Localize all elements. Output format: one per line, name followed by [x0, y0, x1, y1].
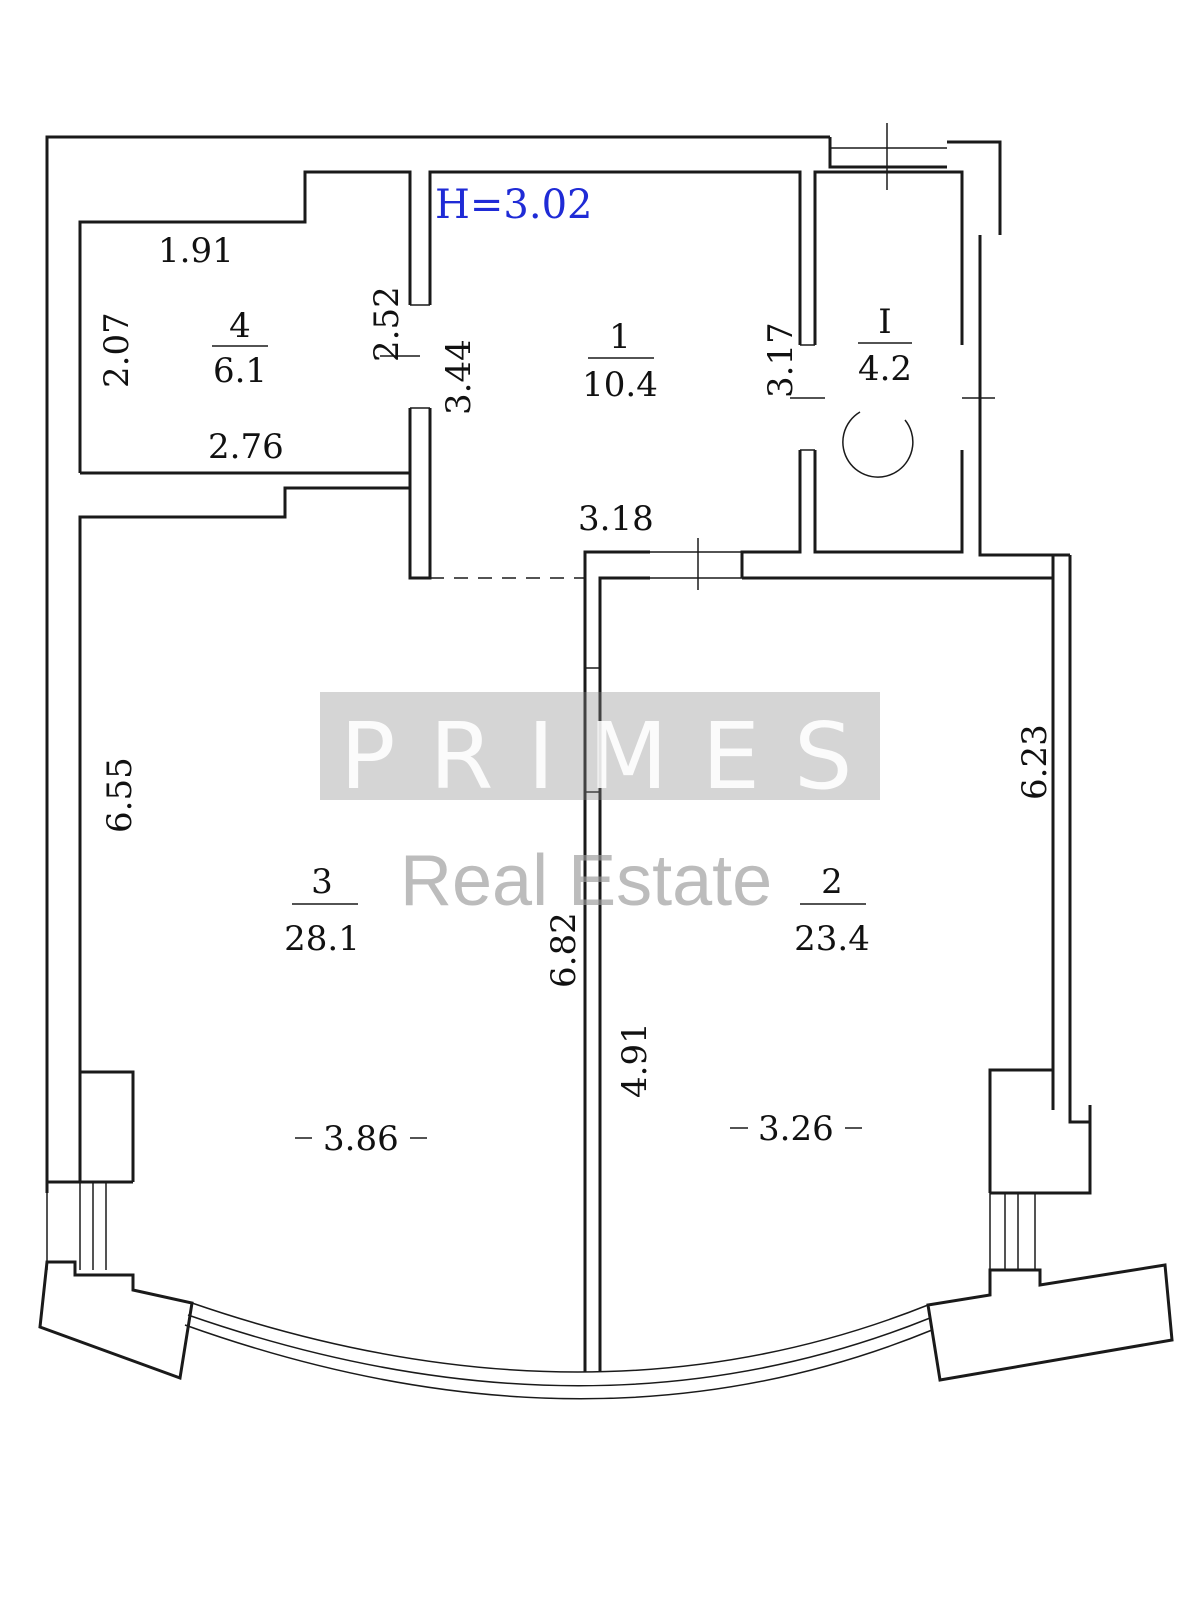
ceiling-height-label: H=3.02	[435, 182, 592, 228]
dim-room4-bottom: 2.76	[208, 427, 284, 467]
room-number: 3	[311, 862, 333, 902]
dimensions: 1.91 2.07 2.52 2.76 3.44 3.17 3.18 6.55 …	[97, 231, 1055, 1159]
watermark-subtitle: Real Estate	[400, 841, 772, 921]
dim-room1-left: 3.44	[439, 339, 479, 415]
room-label-3: 3 28.1	[284, 862, 360, 959]
watermark-box	[320, 692, 880, 800]
dim-room2-width: 3.26	[758, 1109, 834, 1149]
watermark: PRIMES Real Estate	[320, 692, 886, 921]
dim-room1-right: 3.17	[761, 322, 801, 398]
room-label-4: 4 6.1	[212, 306, 268, 391]
room-area: 23.4	[794, 919, 870, 959]
dim-room2-right: 6.23	[1015, 724, 1055, 800]
dim-room2-left: 4.91	[615, 1022, 655, 1098]
room-1-walls	[408, 170, 825, 590]
dim-room3-width: 3.86	[323, 1119, 399, 1159]
dim-room1-bottom: 3.18	[578, 499, 654, 539]
room-3-walls	[78, 486, 412, 1072]
room-4-walls	[78, 170, 430, 475]
outer-walls	[38, 135, 1174, 1400]
partition-wall	[583, 550, 650, 1372]
dim-room4-top: 1.91	[158, 231, 234, 271]
dim-room4-right: 2.52	[367, 286, 407, 362]
dim-room3-left: 6.55	[100, 757, 140, 833]
room-area: 4.2	[858, 349, 912, 389]
watermark-brand: PRIMES	[340, 703, 886, 810]
room-label-I: I 4.2	[858, 302, 912, 389]
room-number: I	[878, 302, 891, 342]
room-label-2: 2 23.4	[794, 862, 870, 959]
room-number: 4	[229, 306, 251, 346]
room-I-walls	[813, 123, 1070, 557]
room-number: 1	[609, 317, 631, 357]
room-area: 6.1	[213, 351, 267, 391]
room-number: 2	[821, 862, 843, 902]
dim-room4-left: 2.07	[97, 312, 137, 388]
dim-room3-right: 6.82	[544, 912, 584, 988]
room-area: 28.1	[284, 919, 360, 959]
room-area: 10.4	[582, 365, 658, 405]
room-label-1: 1 10.4	[582, 317, 658, 405]
